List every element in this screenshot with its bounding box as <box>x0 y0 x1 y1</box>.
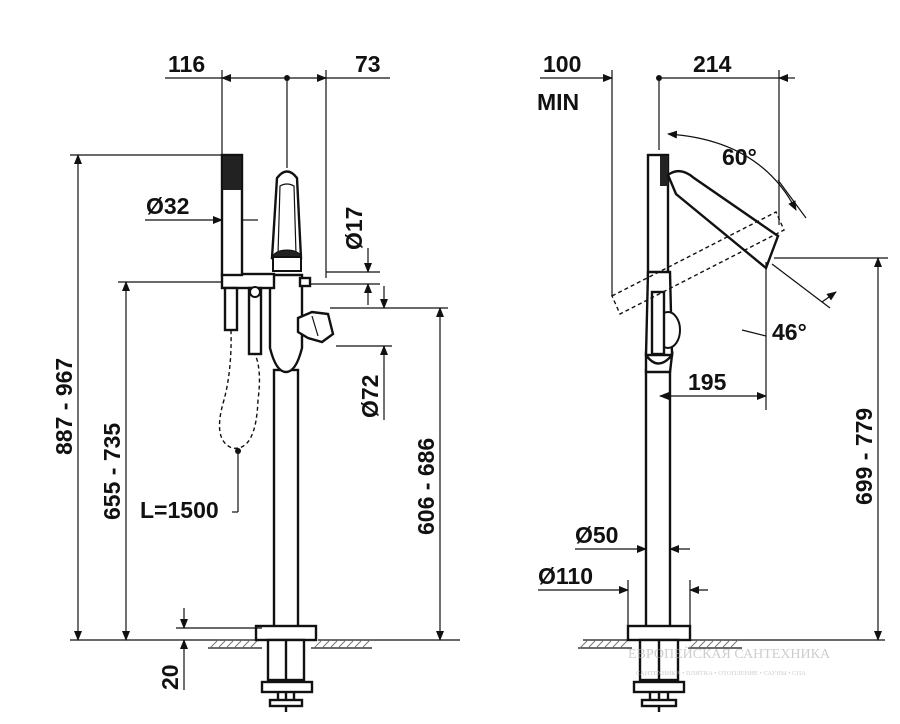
dim-spout-height: 699 - 779 <box>851 408 877 505</box>
watermark-title: ЕВРОПЕЙСКАЯ САНТЕХНИКА <box>628 645 831 662</box>
hand-shower-left <box>218 153 263 513</box>
dim-offset-left: 116 <box>168 51 205 77</box>
mixer-column-right <box>611 153 785 712</box>
dim-hose-length: L=1500 <box>140 497 219 523</box>
floor-left <box>70 639 460 649</box>
dim-floor-depth: 20 <box>157 664 183 690</box>
dim-tilt-angle: 46° <box>772 319 807 345</box>
dim-min-clearance: 100 <box>543 51 581 77</box>
floor-right <box>578 639 885 649</box>
watermark-subtitle: САНТЕХНИКА • ПЛИТКА • ОТОПЛЕНИЕ • САУНЫ … <box>636 670 806 677</box>
dim-lever-height: 606 - 686 <box>413 438 439 535</box>
dim-overall-height: 887 - 967 <box>51 358 77 455</box>
dim-handshower-dia: Ø32 <box>146 193 189 219</box>
dim-column-dia: Ø50 <box>575 522 618 548</box>
dim-handshower-height: 655 - 735 <box>99 423 125 520</box>
dim-spout-dia: Ø17 <box>341 207 367 250</box>
mixer-column-left <box>220 170 335 712</box>
dim-min-label: MIN <box>537 89 579 115</box>
dim-spout-offset: 195 <box>688 369 727 395</box>
watermark: ЕВРОПЕЙСКАЯ САНТЕХНИКА САНТЕХНИКА • ПЛИТ… <box>628 645 831 677</box>
right-side-view: 100 MIN 214 60° 46° 195 699 - 779 Ø50 Ø1… <box>537 51 888 712</box>
dim-diverter-dia: Ø72 <box>357 375 383 418</box>
dim-base-dia: Ø110 <box>538 563 593 589</box>
dim-rotation-angle: 60° <box>722 144 757 170</box>
left-elevation-view: 116 73 Ø32 887 - 967 655 - 735 L=1500 Ø1… <box>51 51 460 712</box>
dim-offset-right: 73 <box>355 51 381 77</box>
dim-reach: 214 <box>693 51 732 77</box>
